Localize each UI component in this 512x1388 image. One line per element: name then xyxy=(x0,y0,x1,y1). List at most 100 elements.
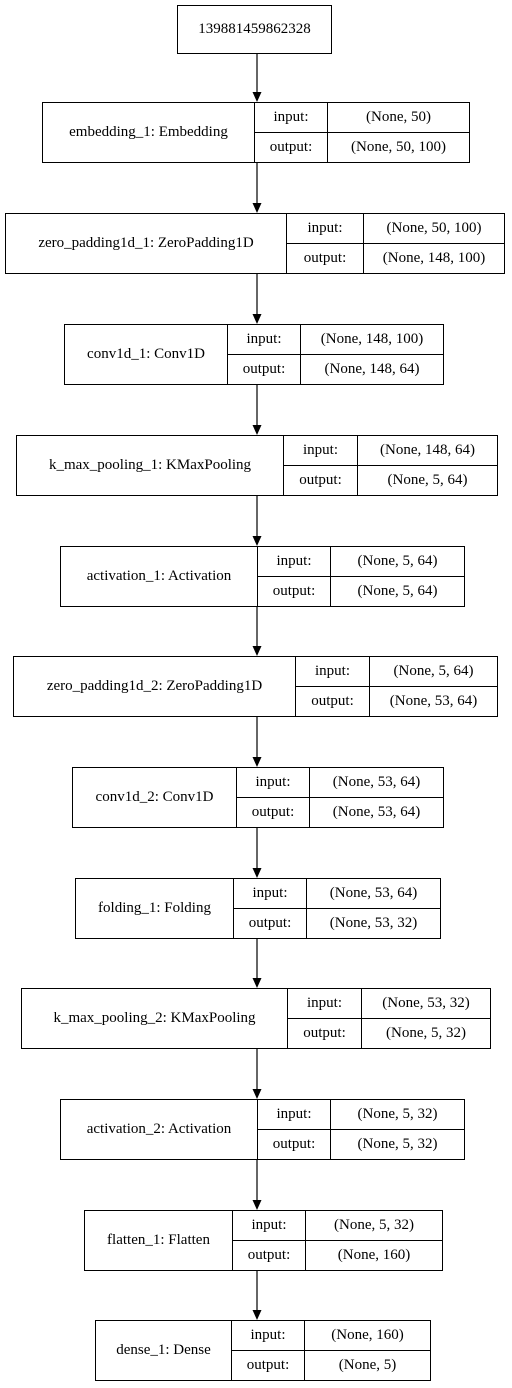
io-key-column: input: output: xyxy=(234,879,307,938)
io-shape-column: (None, 160) (None, 5) xyxy=(305,1321,430,1380)
io-key-column: input: output: xyxy=(258,547,331,606)
input-shape: (None, 50, 100) xyxy=(386,220,482,236)
output-shape: (None, 148, 64) xyxy=(301,354,443,384)
arrow-head xyxy=(252,203,262,213)
input-shape: (None, 160) xyxy=(331,1327,404,1343)
input-shape: (None, 50) xyxy=(366,109,431,125)
output-key: output: xyxy=(288,1018,361,1048)
layer-node: activation_1: Activation input: output:(No… xyxy=(60,546,465,607)
io-shape-column: (None, 53, 64) (None, 53, 64) xyxy=(310,768,443,827)
layer-node: zero_padding1d_1: ZeroPadding1D input: out… xyxy=(5,213,505,274)
layer-name: zero_padding1d_1: ZeroPadding1D xyxy=(6,214,287,273)
input-key: input: xyxy=(314,663,350,679)
input-key: input: xyxy=(250,1327,286,1343)
io-key-column: input:output: xyxy=(296,657,370,716)
io-key-column: input: output: xyxy=(255,103,328,162)
io-shape-column: (None, 53, 64) (None, 53, 32) xyxy=(307,879,440,938)
layer-name: activation_2: Activation xyxy=(61,1100,258,1159)
io-key-column: input: output: xyxy=(228,325,301,384)
arrow-head xyxy=(252,1089,262,1099)
output-key: output: xyxy=(234,908,306,938)
input-shape: (None, 5, 32) xyxy=(334,1217,414,1233)
layer-node: k_max_pooling_2: KMaxPooling input: output… xyxy=(21,988,491,1049)
arrow-head xyxy=(252,92,262,102)
input-shape: (None, 5, 64) xyxy=(393,663,474,679)
input-key: input: xyxy=(273,109,309,125)
output-key: output: xyxy=(258,1129,330,1159)
arrow-head xyxy=(252,425,262,435)
layer-name: zero_padding1d_2: ZeroPadding1D xyxy=(14,657,296,716)
layer-name: embedding_1: Embedding xyxy=(43,103,255,162)
layer-name: conv1d_2: Conv1D xyxy=(73,768,237,827)
arrow-head xyxy=(252,314,262,324)
input-key: input: xyxy=(246,331,282,347)
output-shape: (None, 5, 32) xyxy=(362,1018,490,1048)
io-key-column: input: output: xyxy=(237,768,310,827)
layer-name: dense_1: Dense xyxy=(96,1321,232,1380)
io-shape-column: (None, 50, 100)(None, 148, 100) xyxy=(364,214,504,273)
input-shape: (None, 148, 100) xyxy=(320,331,424,347)
io-key-column: input: output: xyxy=(233,1211,306,1270)
output-key: output: xyxy=(287,243,363,273)
arrow-head xyxy=(252,1200,262,1210)
input-key: input: xyxy=(306,995,342,1011)
output-key: output: xyxy=(233,1240,305,1270)
layer-name: flatten_1: Flatten xyxy=(85,1211,233,1270)
input-key: input: xyxy=(252,885,288,901)
arrow-head xyxy=(252,536,262,546)
io-shape-column: (None, 5, 32) (None, 5, 32) xyxy=(331,1100,464,1159)
output-shape: (None, 50, 100) xyxy=(328,132,469,162)
input-key: input: xyxy=(307,220,343,236)
input-key: input: xyxy=(251,1217,287,1233)
io-shape-column: (None, 5, 64)(None, 5, 64) xyxy=(331,547,464,606)
input-shape: (None, 5, 32) xyxy=(357,1106,438,1122)
input-node: 139881459862328 xyxy=(177,5,332,54)
input-shape: (None, 148, 64) xyxy=(380,442,475,458)
output-key: output: xyxy=(284,465,357,495)
output-shape: (None, 5, 32) xyxy=(331,1129,464,1159)
layer-name: folding_1: Folding xyxy=(76,879,234,938)
io-shape-column: (None, 148, 64) (None, 5, 64) xyxy=(358,436,497,495)
input-node-label: 139881459862328 xyxy=(198,21,311,37)
arrow-head xyxy=(252,868,262,878)
io-shape-column: (None, 53, 32) (None, 5, 32) xyxy=(362,989,490,1048)
arrow-head xyxy=(252,978,262,988)
io-key-column: input:output: xyxy=(232,1321,305,1380)
output-shape: (None, 53, 32) xyxy=(307,908,440,938)
layer-name: k_max_pooling_1: KMaxPooling xyxy=(17,436,284,495)
arrow-head xyxy=(252,757,262,767)
output-key: output: xyxy=(255,132,327,162)
input-key: input: xyxy=(255,774,291,790)
input-shape: (None, 53, 64) xyxy=(332,774,421,790)
output-key: output: xyxy=(237,797,309,827)
io-shape-column: (None, 50) (None, 50, 100) xyxy=(328,103,469,162)
input-key: input: xyxy=(276,553,312,569)
io-key-column: input:output: xyxy=(258,1100,331,1159)
layer-node: k_max_pooling_1: KMaxPooling input: output… xyxy=(16,435,498,496)
arrow-head xyxy=(252,646,262,656)
output-shape: (None, 5) xyxy=(305,1350,430,1380)
io-key-column: input: output: xyxy=(288,989,362,1048)
input-shape: (None, 53, 64) xyxy=(329,885,418,901)
input-key: input: xyxy=(302,442,338,458)
layer-name: activation_1: Activation xyxy=(61,547,258,606)
output-shape: (None, 53, 64) xyxy=(310,797,443,827)
output-shape: (None, 5, 64) xyxy=(358,465,497,495)
output-shape: (None, 160) xyxy=(306,1240,442,1270)
input-shape: (None, 53, 32) xyxy=(382,995,470,1011)
io-key-column: input: output: xyxy=(287,214,364,273)
io-shape-column: (None, 5, 32) (None, 160) xyxy=(306,1211,442,1270)
output-key: output: xyxy=(228,354,300,384)
output-shape: (None, 5, 64) xyxy=(331,576,464,606)
io-shape-column: (None, 148, 100) (None, 148, 64) xyxy=(301,325,443,384)
output-key: output: xyxy=(258,576,330,606)
layer-name: k_max_pooling_2: KMaxPooling xyxy=(22,989,288,1048)
